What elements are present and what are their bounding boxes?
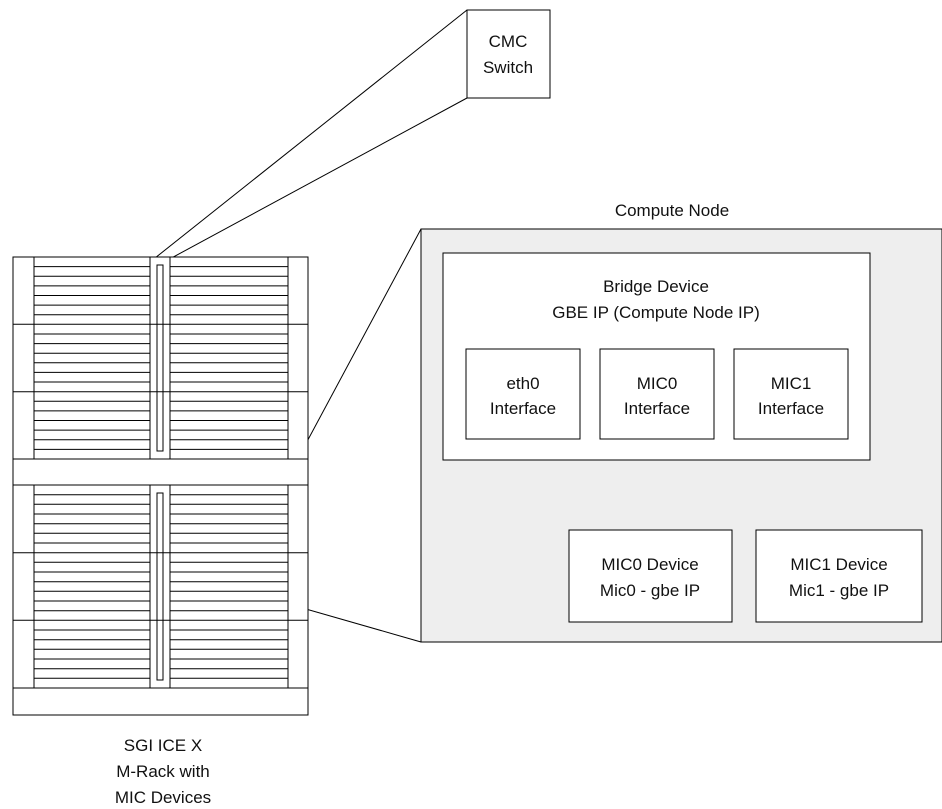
mic0-device: MIC0 Device Mic0 - gbe IP bbox=[568, 529, 733, 623]
mic1-device-line1: MIC1 Device bbox=[790, 555, 887, 574]
rack-label: SGI ICE X M-Rack with MIC Devices bbox=[115, 736, 211, 807]
rack-chassis-1-right-rail bbox=[287, 256, 309, 460]
compute-node-title: Compute Node bbox=[615, 201, 729, 220]
rack-middle-bar bbox=[12, 458, 309, 486]
interface-eth0: eth0 Interface bbox=[465, 348, 581, 440]
bridge-device-line1: Bridge Device bbox=[603, 277, 709, 296]
interface-mic0: MIC0 Interface bbox=[599, 348, 715, 440]
rack-chassis-2-right-rail bbox=[287, 484, 309, 689]
interface-eth0-line2: Interface bbox=[490, 399, 556, 418]
interface-mic1: MIC1 Interface bbox=[733, 348, 849, 440]
interface-mic1-line2: Interface bbox=[758, 399, 824, 418]
rack-bottom-bar bbox=[12, 687, 309, 716]
cmc-switch-line2: Switch bbox=[483, 58, 533, 77]
rack-chassis-1-left-rail bbox=[12, 256, 35, 460]
rack-label-line3: MIC Devices bbox=[115, 788, 211, 807]
mic1-device: MIC1 Device Mic1 - gbe IP bbox=[755, 529, 923, 623]
mic0-device-line1: MIC0 Device bbox=[601, 555, 698, 574]
interface-mic1-line1: MIC1 bbox=[771, 374, 812, 393]
rack-chassis-2-center-slot bbox=[156, 492, 164, 681]
rack-chassis-2-left-rail bbox=[12, 484, 35, 689]
rack-label-line1: SGI ICE X bbox=[124, 736, 202, 755]
interface-mic0-line1: MIC0 bbox=[637, 374, 678, 393]
mic1-device-line2: Mic1 - gbe IP bbox=[789, 581, 889, 600]
bridge-device-line2: GBE IP (Compute Node IP) bbox=[552, 303, 760, 322]
cmc-callout-lines bbox=[149, 9, 468, 269]
cmc-switch-line1: CMC bbox=[489, 32, 528, 51]
rack-label-line2: M-Rack with bbox=[116, 762, 210, 781]
mic0-device-line2: Mic0 - gbe IP bbox=[600, 581, 700, 600]
rack-chassis-1-center-slot bbox=[156, 264, 164, 452]
cmc-switch: CMC Switch bbox=[466, 9, 551, 99]
interface-mic0-line2: Interface bbox=[624, 399, 690, 418]
rack bbox=[12, 256, 309, 716]
interface-eth0-line1: eth0 bbox=[506, 374, 539, 393]
